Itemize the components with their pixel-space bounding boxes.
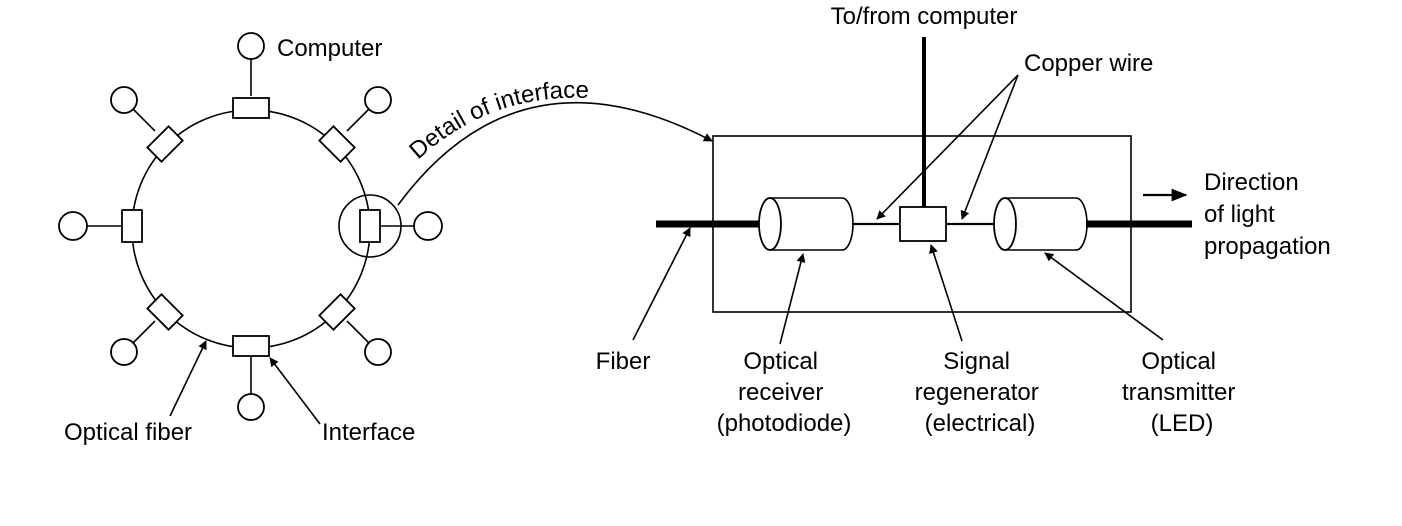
signal-regenerator-arrow: [929, 244, 963, 342]
direction-label: Direction of light propagation: [1204, 169, 1331, 260]
optical-receiver-label-line-1: Optical: [743, 348, 818, 375]
optical-transmitter-label-line-2: transmitter: [1122, 379, 1235, 406]
direction-label-line-2: of light: [1204, 201, 1275, 228]
optical-fiber-label: Optical fiber: [64, 419, 192, 446]
computer-node: [364, 338, 392, 366]
ring-network: Computer Optical fiber Interface: [58, 32, 443, 446]
optical-transmitter-cylinder: [993, 197, 1088, 251]
interface-box: [121, 209, 143, 243]
computer-node: [237, 393, 265, 421]
optical-receiver-label-line-3: (photodiode): [717, 410, 852, 437]
computer-node: [58, 211, 88, 241]
optical-transmitter-arrow: [1044, 252, 1164, 341]
optical-receiver-label-line-2: receiver: [738, 379, 823, 406]
signal-regenerator-label-line-1: Signal: [943, 348, 1010, 375]
fiber-arrow: [632, 227, 691, 341]
interface-box: [359, 209, 381, 243]
optical-receiver-label: Optical receiver (photodiode): [717, 348, 852, 437]
station-bottom: [232, 335, 270, 421]
signal-regenerator-label: Signal regenerator (electrical): [915, 348, 1046, 437]
interface-box: [318, 125, 356, 163]
interface-label: Interface: [322, 419, 415, 446]
signal-regenerator-label-line-2: regenerator: [915, 379, 1039, 406]
station-bottom-left: [110, 293, 184, 366]
optical-transmitter-label-line-3: (LED): [1151, 410, 1214, 437]
station-left: [58, 209, 143, 243]
interface-box: [318, 293, 356, 331]
direction-label-line-1: Direction: [1204, 169, 1299, 196]
interface-detail: To/from computer Copper wire Direction o…: [596, 3, 1331, 437]
to-from-computer-label: To/from computer: [831, 3, 1018, 30]
optical-transmitter-label-line-1: Optical: [1141, 348, 1216, 375]
interface-box: [232, 97, 270, 119]
computer-node: [237, 32, 265, 60]
computer-node: [110, 338, 138, 366]
station-top-right: [318, 86, 392, 163]
detail-connector: Detail of interface: [397, 77, 713, 206]
computer-node: [413, 211, 443, 241]
detail-arc: [397, 101, 713, 206]
computer-node: [110, 86, 138, 114]
direction-label-line-3: propagation: [1204, 233, 1331, 260]
station-right: [338, 194, 443, 258]
fiber-label: Fiber: [596, 348, 651, 375]
optical-transmitter-label: Optical transmitter (LED): [1122, 348, 1242, 437]
signal-regenerator-box: [899, 206, 947, 242]
optical-receiver-cylinder: [758, 197, 854, 251]
computer-node: [364, 86, 392, 114]
interface-box: [232, 335, 270, 357]
copper-wire-label: Copper wire: [1024, 50, 1153, 77]
copper-wire-arrow-right: [960, 74, 1019, 220]
station-bottom-right: [318, 293, 392, 366]
optical-receiver-arrow: [779, 253, 806, 345]
copper-wire-arrow-left: [876, 74, 1019, 220]
interface-box: [146, 125, 184, 163]
interface-arrow: [269, 357, 321, 425]
station-top-left: [110, 86, 184, 163]
interface-box: [146, 293, 184, 331]
station-top: [232, 32, 270, 119]
optical-fiber-arrow: [169, 340, 207, 417]
computer-label: Computer: [277, 35, 382, 62]
signal-regenerator-label-line-3: (electrical): [925, 410, 1036, 437]
